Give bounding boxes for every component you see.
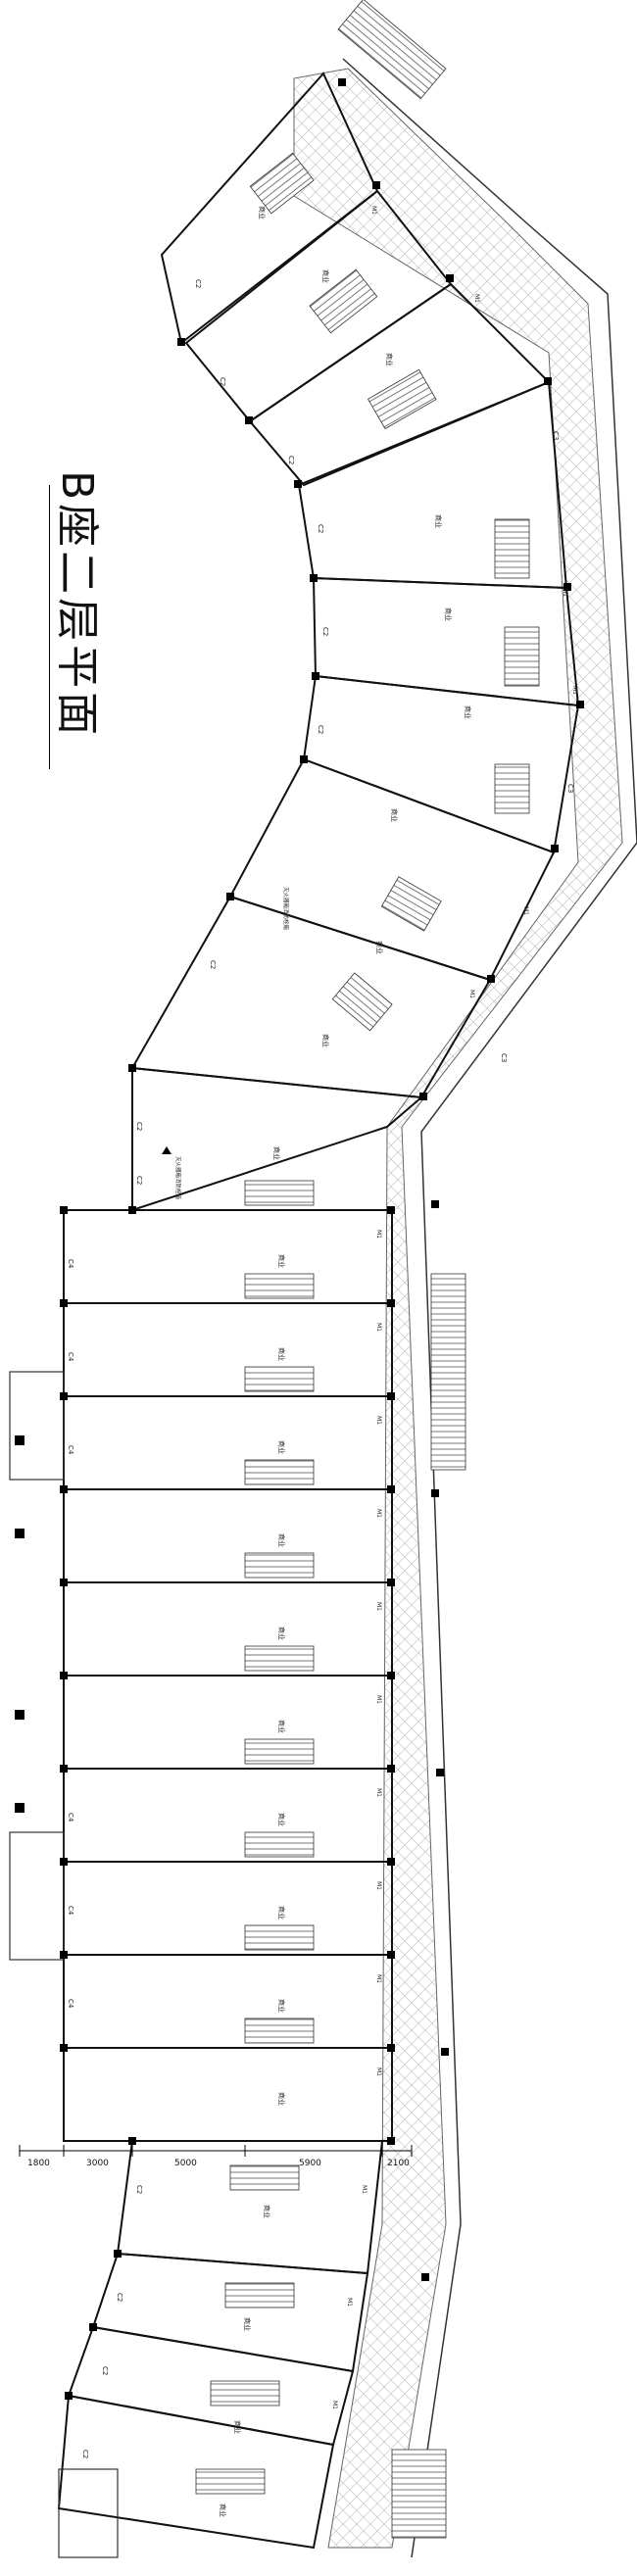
window-label: C4 (67, 1906, 74, 1916)
window-label: C2 (287, 456, 295, 464)
bottom-wing (57, 2140, 384, 2550)
lower-block (63, 1209, 393, 2142)
room-label: 商业 (277, 1999, 286, 2013)
room-label: 商业 (277, 1347, 286, 1361)
fire-notes: 灭火器箱消防栓箱 灭火器箱消防栓箱 (174, 887, 290, 1200)
window-label: C2 (194, 279, 202, 288)
room-label: 商业 (243, 2317, 252, 2331)
room-label: 商业 (219, 2503, 227, 2517)
window-label: C2 (101, 2366, 109, 2375)
dimension-label: 3000 (86, 2159, 109, 2168)
door-label: M1 (361, 2185, 368, 2194)
columns (60, 78, 584, 2400)
room-label: 商业 (390, 808, 399, 822)
door-label: M1 (331, 2401, 338, 2409)
room-label: 商业 (277, 1813, 286, 1826)
room-label: 商业 (233, 2420, 242, 2434)
window-label: C2 (135, 1176, 143, 1185)
window-label: C2 (321, 627, 329, 636)
window-label: C2 (81, 2450, 89, 2458)
window-label: C2 (209, 960, 217, 969)
room-label: 商业 (277, 1627, 286, 1640)
window-label: C4 (67, 1352, 74, 1362)
dimension-label: 5900 (299, 2159, 321, 2168)
dimension-label: 5000 (174, 2159, 197, 2168)
fire-extinguisher-markers (15, 1146, 172, 1813)
dimension-line (19, 2145, 413, 2157)
window-label: C3 (566, 784, 574, 793)
title-rule (49, 485, 50, 769)
room-label: 商业 (464, 705, 472, 719)
door-label: M1 (473, 294, 480, 303)
corridor-paving (293, 68, 623, 2549)
window-label: C4 (67, 1445, 74, 1455)
fire-hydrant-note: 灭火器箱消防栓箱 (174, 1156, 182, 1200)
window-label: C2 (135, 2185, 143, 2194)
door-label: M1 (375, 1323, 382, 1332)
window-label: C2 (116, 2293, 123, 2302)
room-label: 商业 (321, 269, 330, 283)
window-label: C2 (317, 725, 324, 734)
door-label: M1 (375, 1416, 382, 1425)
window-label: C3 (552, 431, 560, 440)
window-label: C4 (67, 1813, 74, 1823)
room-label: 商业 (277, 1254, 286, 1268)
fire-hydrant-note: 灭火器箱消防栓箱 (282, 887, 290, 931)
window-label: C2 (135, 1122, 143, 1131)
door-label: M1 (375, 1602, 382, 1611)
room-label: 商业 (444, 608, 453, 621)
window-label: C4 (67, 1999, 74, 2009)
door-label: M1 (571, 686, 578, 695)
door-labels: M1 M1 M1 M1 M1 M1 M1 M1 M1 M1 M1 M1 M1 M… (331, 206, 578, 2409)
door-label: M1 (522, 906, 529, 915)
door-label: M1 (375, 1788, 382, 1797)
door-label: M1 (562, 588, 568, 597)
door-label: M1 (375, 1695, 382, 1704)
door-label: M1 (346, 2298, 353, 2307)
dimension-label: 1800 (27, 2159, 50, 2168)
room-label: 商业 (434, 514, 443, 528)
door-label: M1 (375, 1881, 382, 1890)
window-label: C2 (317, 524, 324, 533)
room-labels: 商业 商业 商业 商业 商业 商业 商业 商业 商业 商业 商业 商业 商业 商… (219, 206, 472, 2517)
window-label: C2 (219, 377, 226, 386)
room-label: 商业 (277, 1440, 286, 1454)
balconies (9, 1371, 119, 2558)
door-label: M1 (468, 990, 475, 998)
room-label: 商业 (277, 2092, 286, 2106)
room-label: 商业 (277, 1533, 286, 1547)
door-label: M1 (370, 206, 377, 215)
window-label: C4 (67, 1259, 74, 1269)
window-labels: C2 C2 C2 C3 C2 C2 C3 C2 C2 C3 C2 C2 C4 C… (67, 279, 574, 2458)
outer-balustrade (342, 58, 637, 2558)
room-label: 商业 (385, 353, 394, 366)
room-label: 商业 (272, 1146, 281, 1160)
door-label: M1 (375, 1974, 382, 1983)
stairs (195, 0, 540, 2539)
room-label: 商业 (258, 206, 267, 219)
dimension-label: 2100 (387, 2159, 410, 2168)
room-label: 商业 (321, 1034, 330, 1047)
door-label: M1 (375, 1230, 382, 1239)
door-label: M1 (375, 1509, 382, 1518)
room-label: 商业 (375, 941, 384, 954)
room-label: 商业 (277, 1906, 286, 1920)
window-label: C3 (500, 1053, 508, 1062)
door-label: M1 (375, 2067, 382, 2076)
room-label: 商业 (263, 2205, 271, 2218)
dimension-labels: 1800 3000 5000 5900 2100 (27, 2159, 410, 2168)
room-label: 商业 (277, 1720, 286, 1733)
drawing-title: B座二层平面 (52, 470, 102, 740)
